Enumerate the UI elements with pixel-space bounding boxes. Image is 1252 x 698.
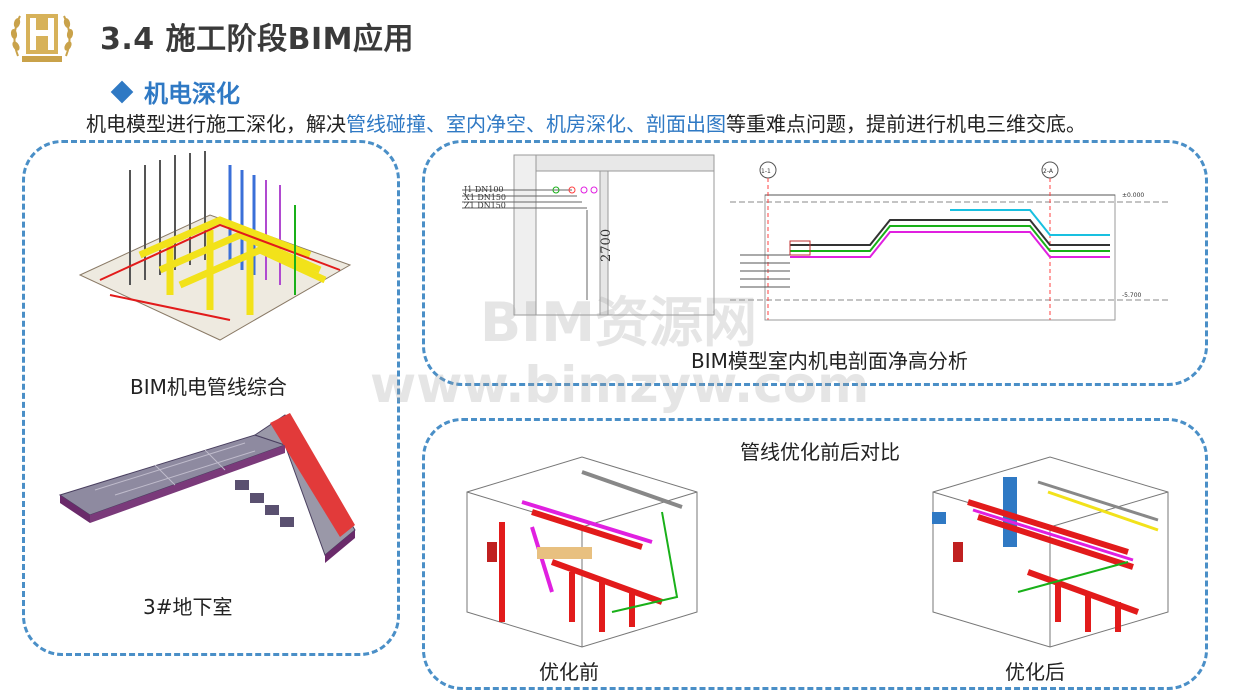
bottom-right-panel <box>422 418 1208 690</box>
basement-model-image <box>58 413 356 563</box>
after-model-image <box>932 456 1169 648</box>
company-logo <box>10 14 74 62</box>
mep-caption: BIM机电管线综合 <box>130 375 287 399</box>
pipe-label-j1: J1 DN100 <box>463 185 504 194</box>
watermark-line2: www.bimzyw.com <box>370 356 870 414</box>
pipe-label-z1: Z1 DN150 <box>464 201 506 210</box>
after-caption: 优化后 <box>1005 660 1065 684</box>
left-panel <box>22 140 400 656</box>
elev-label-bottom: -5.700 <box>1122 292 1142 299</box>
pipe-label-x1: X1 DN150 <box>464 193 506 202</box>
grid-label-2: 2-A <box>1043 168 1054 175</box>
basement-caption: 3#地下室 <box>143 595 233 619</box>
section-caption: BIM模型室内机电剖面净高分析 <box>691 349 968 373</box>
grid-label-1: 1-1 <box>761 168 771 175</box>
section-heading: 机电深化 <box>110 74 240 109</box>
page-title: 3.4 施工阶段BIM应用 <box>100 22 414 57</box>
intro-suffix: 等重难点问题，提前进行机电三维交底。 <box>726 112 1086 136</box>
section-drawing-left: J1 DN100 X1 DN150 Z1 DN150 2700 <box>462 154 715 316</box>
intro-highlight: 管线碰撞、室内净空、机房深化、剖面出图 <box>346 112 726 136</box>
before-model-image <box>466 456 698 648</box>
mep-model-image <box>78 151 352 341</box>
watermark-line1: BIM资源网 <box>480 291 757 354</box>
intro-prefix: 机电模型进行施工深化，解决 <box>86 112 346 136</box>
intro-text: 机电模型进行施工深化，解决管线碰撞、室内净空、机房深化、剖面出图等重难点问题，提… <box>86 108 1086 137</box>
before-caption: 优化前 <box>539 660 599 684</box>
clear-height-dim: 2700 <box>599 229 614 262</box>
section-drawing-right: 1-1 2-A ±0.000 -5.700 <box>730 161 1170 321</box>
elev-label-top: ±0.000 <box>1122 192 1144 199</box>
section-subtitle: 机电深化 <box>144 80 240 108</box>
top-right-panel <box>422 140 1208 386</box>
comparison-title: 管线优化前后对比 <box>740 440 900 464</box>
diamond-bullet-icon <box>110 80 134 103</box>
